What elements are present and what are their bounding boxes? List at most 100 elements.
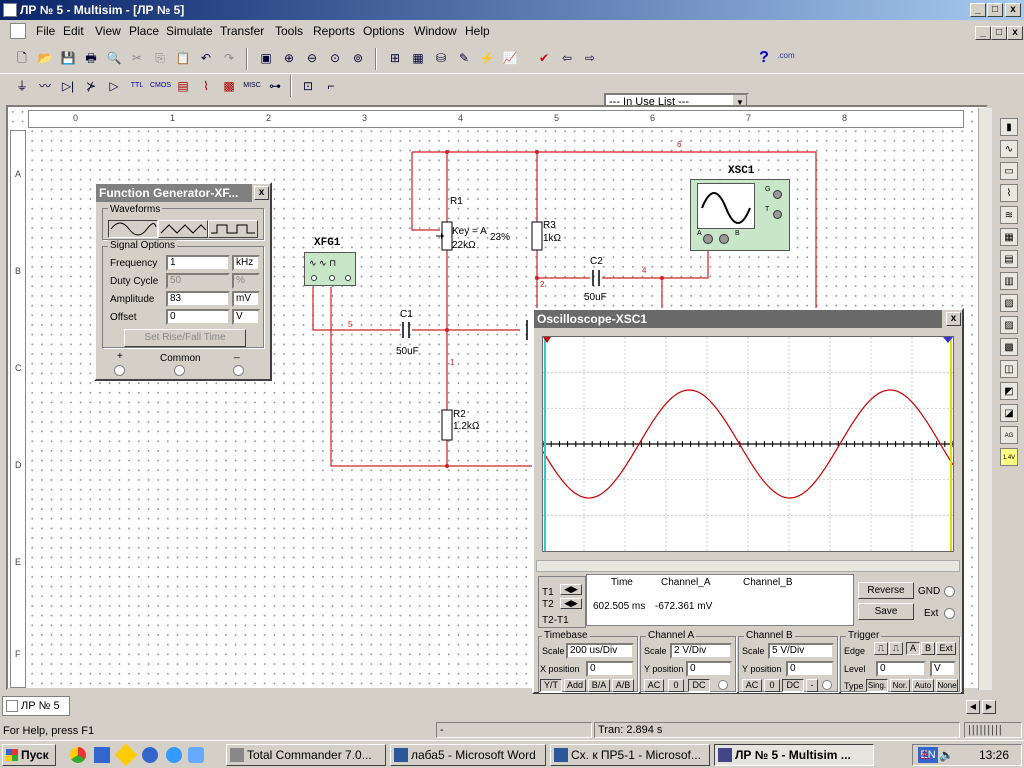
misc-icon[interactable]: MISC	[243, 82, 261, 89]
menu-place[interactable]: Place	[129, 24, 160, 38]
channel-b-invert-button[interactable]: -	[806, 679, 818, 692]
dotcom-icon[interactable]: .com	[777, 51, 795, 60]
desktop-icon[interactable]	[188, 747, 204, 763]
terminal-icon[interactable]	[773, 190, 782, 199]
close-button[interactable]: x	[1005, 3, 1021, 17]
task-word-laba5[interactable]: лаба5 - Microsoft Word	[390, 744, 546, 766]
spectrum-analyzer-icon[interactable]: ◩	[1000, 382, 1018, 400]
analog-icon[interactable]: ▷	[109, 79, 119, 93]
tab-scroll-right-icon[interactable]: ▶	[982, 700, 996, 714]
offset-unit-select[interactable]: V	[232, 309, 260, 325]
diode-icon[interactable]: ▷|	[61, 79, 75, 93]
rf-icon[interactable]: ⊶	[269, 79, 281, 93]
undo-icon[interactable]: ↶	[200, 51, 212, 65]
t2-cursor-arrows[interactable]: ◀▶	[560, 598, 582, 609]
doc-restore-button[interactable]: □	[991, 26, 1007, 40]
task-word-pr5[interactable]: Сх. к ПР5-1 - Microsof...	[550, 744, 710, 766]
trigger-single-button[interactable]: Sing.	[866, 679, 888, 692]
frequency-counter-icon[interactable]: ▤	[1000, 250, 1018, 268]
cut-icon[interactable]: ✂	[131, 51, 143, 65]
ttl-icon[interactable]: TTL	[130, 82, 144, 89]
triangle-wave-button[interactable]	[158, 220, 208, 238]
ext-terminal-radio[interactable]	[944, 608, 955, 619]
transistor-icon[interactable]: ⊁	[85, 79, 97, 93]
open-icon[interactable]: 📂	[37, 51, 53, 65]
document-icon[interactable]	[10, 23, 26, 39]
menu-options[interactable]: Options	[363, 24, 405, 38]
menu-reports[interactable]: Reports	[313, 24, 356, 38]
word-generator-icon[interactable]: ▥	[1000, 272, 1018, 290]
task-multisim[interactable]: ЛР № 5 - Multisim ...	[714, 744, 874, 766]
terminal-icon[interactable]	[311, 275, 317, 281]
rising-edge-icon[interactable]: ⎍	[874, 642, 888, 655]
set-rise-fall-button[interactable]: Set Rise/Fall Time	[124, 329, 246, 347]
oscilloscope-title[interactable]: Oscilloscope-XSC1	[534, 310, 942, 328]
iv-analyzer-icon[interactable]: ▩	[1000, 338, 1018, 356]
menu-edit[interactable]: Edit	[63, 24, 84, 38]
doc-minimize-button[interactable]: _	[975, 26, 991, 40]
duty-cycle-input[interactable]: 50	[166, 273, 230, 289]
trigger-source-b-button[interactable]: B	[921, 642, 935, 655]
channel-a-scale-input[interactable]: 2 V/Div	[670, 643, 732, 659]
tab-lr5[interactable]: ЛР № 5	[2, 696, 70, 716]
logic-analyzer-icon[interactable]: ▧	[1000, 294, 1018, 312]
timebase-scale-input[interactable]: 200 us/Div	[566, 643, 634, 659]
trigger-source-ext-button[interactable]: Ext	[936, 642, 956, 655]
channel-b-ac-button[interactable]: AC	[742, 679, 762, 692]
mixed-icon[interactable]: ⌇	[203, 79, 209, 93]
frequency-unit-select[interactable]: kHz	[232, 255, 260, 271]
four-channel-scope-icon[interactable]: ≋	[1000, 206, 1018, 224]
t1-cursor-arrows[interactable]: ◀▶	[560, 584, 582, 595]
mode-yt-button[interactable]: Y/T	[540, 679, 562, 692]
zoom-out-icon[interactable]: ⊖	[306, 51, 318, 65]
save-button[interactable]: Save	[858, 603, 914, 620]
terminal-icon[interactable]	[329, 275, 335, 281]
bode-plotter-icon[interactable]: ▦	[1000, 228, 1018, 246]
simulate-icon[interactable]: ⚡	[479, 51, 495, 65]
basic-icon[interactable]: 〰	[38, 79, 51, 93]
channel-a-zero-button[interactable]: 0	[668, 679, 684, 692]
menu-window[interactable]: Window	[414, 24, 457, 38]
menu-help[interactable]: Help	[465, 24, 490, 38]
channel-a-dc-button[interactable]: DC	[688, 679, 710, 692]
print-preview-icon[interactable]: 🔍	[106, 51, 122, 65]
xfg1-symbol[interactable]: ∿ ∿ ⊓	[304, 252, 356, 286]
channel-b-dc-button[interactable]: DC	[782, 679, 804, 692]
vertical-scrollbar[interactable]	[978, 108, 992, 690]
cmos-icon[interactable]: CMOS	[150, 82, 171, 89]
paste-icon[interactable]: 📋	[175, 51, 191, 65]
channel-a-ac-button[interactable]: AC	[644, 679, 664, 692]
network-alert-icon[interactable]: ⚠	[919, 748, 930, 762]
task-total-commander[interactable]: Total Commander 7.0...	[226, 744, 386, 766]
square-wave-button[interactable]	[208, 220, 258, 238]
multimeter-icon[interactable]: ▮	[1000, 118, 1018, 136]
minus-terminal-radio[interactable]	[233, 365, 244, 376]
maximize-button[interactable]: □	[987, 3, 1003, 17]
terminal-icon[interactable]	[773, 210, 782, 219]
function-generator-icon[interactable]: ∿	[1000, 140, 1018, 158]
zoom-fit-icon[interactable]: ⊚	[352, 51, 364, 65]
trigger-none-button[interactable]: None	[936, 679, 958, 692]
source-icon[interactable]: ⏚	[15, 79, 28, 93]
channel-a-ypos-input[interactable]: 0	[686, 661, 732, 677]
reverse-button[interactable]: Reverse	[858, 582, 914, 599]
new-icon[interactable]: 🗋	[17, 51, 27, 65]
tab-scroll-left-icon[interactable]: ◀	[966, 700, 980, 714]
fg-close-button[interactable]: x	[254, 186, 269, 200]
language-indicator[interactable]: EN	[918, 747, 938, 763]
channel-b-color-radio[interactable]	[822, 680, 832, 690]
amplitude-unit-select[interactable]: mV	[232, 291, 260, 307]
menu-view[interactable]: View	[95, 24, 121, 38]
spreadsheet-icon[interactable]: ▦	[412, 51, 424, 65]
sine-wave-button[interactable]	[108, 220, 158, 238]
save-icon[interactable]: 💾	[60, 51, 76, 65]
wattmeter-icon[interactable]: ▭	[1000, 162, 1018, 180]
menu-simulate[interactable]: Simulate	[166, 24, 213, 38]
mode-add-button[interactable]: Add	[564, 679, 586, 692]
network-analyzer-icon[interactable]: ◪	[1000, 404, 1018, 422]
redo-icon[interactable]: ↷	[223, 51, 235, 65]
menu-tools[interactable]: Tools	[275, 24, 304, 38]
distortion-analyzer-icon[interactable]: ◫	[1000, 360, 1018, 378]
save-icon[interactable]	[94, 747, 110, 763]
terminal-icon[interactable]	[703, 234, 713, 244]
